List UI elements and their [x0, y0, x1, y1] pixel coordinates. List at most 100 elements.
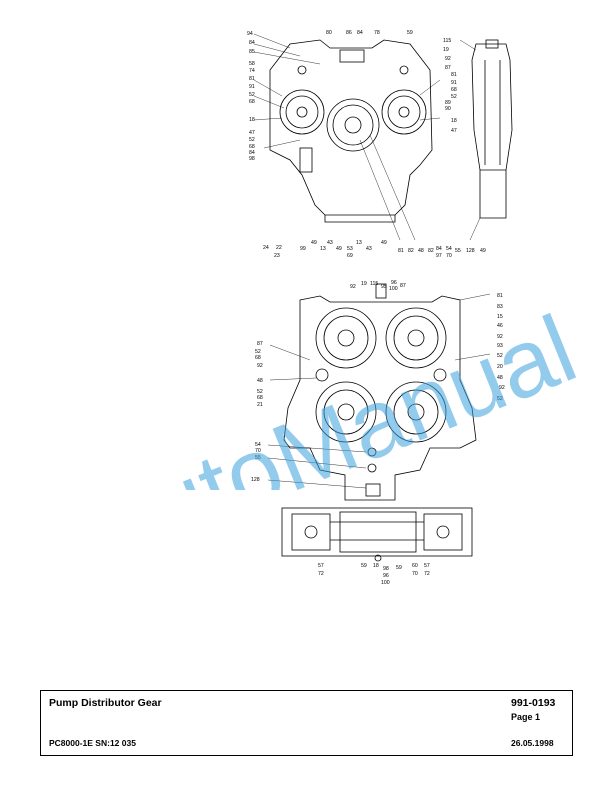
callout: 57 — [318, 563, 324, 569]
callout: 80 — [326, 30, 332, 36]
callout: 52 — [451, 94, 457, 100]
front-view-housing — [283, 283, 477, 501]
callout: 49 — [336, 246, 342, 252]
callout: 13 — [320, 246, 326, 252]
callout: 72 — [318, 571, 324, 577]
callout: 95 — [381, 284, 387, 290]
machine-model: PC8000-1E SN:12 035 — [49, 738, 136, 748]
callout: 49 — [311, 240, 317, 246]
callout: 58 — [249, 61, 255, 67]
document-title: Pump Distributor Gear — [49, 697, 162, 709]
callout: 78 — [374, 30, 380, 36]
callout: 100 — [389, 286, 398, 292]
callout: 87 — [445, 65, 451, 71]
callout: 98 — [383, 566, 389, 572]
callout: 87 — [257, 341, 263, 347]
callout: 81 — [451, 72, 457, 78]
callout: 96 — [383, 573, 389, 579]
callout: 92 — [499, 385, 505, 391]
callout: 99 — [300, 246, 306, 252]
callout: 59 — [396, 565, 402, 571]
callout: 22 — [276, 245, 282, 251]
callout: 98 — [249, 156, 255, 162]
title-block: Pump Distributor Gear 991-0193 Page 1 PC… — [40, 690, 573, 756]
callout: 59 — [361, 563, 367, 569]
callout: 92 — [257, 363, 263, 369]
document-number: 991-0193 — [511, 697, 556, 709]
callout: 43 — [366, 246, 372, 252]
callout: 68 — [255, 355, 261, 361]
callout: 128 — [466, 248, 475, 254]
callout: 74 — [249, 68, 255, 74]
callout: 84 — [249, 40, 255, 46]
callout: 54 — [446, 246, 452, 252]
callout: 97 — [436, 253, 442, 259]
callout: 128 — [251, 477, 260, 483]
bottom-view-callouts: 57 72 59 18 98 96 100 59 60 70 57 72 — [318, 563, 430, 586]
callout: 87 — [400, 283, 406, 289]
callout: 24 — [263, 245, 269, 251]
callout: 52 — [257, 389, 263, 395]
callout: 48 — [497, 375, 503, 381]
callout: 55 — [455, 248, 461, 254]
callout: 82 — [428, 248, 434, 254]
callout: 52 — [497, 396, 503, 402]
callout: 18 — [373, 563, 379, 569]
callout: 47 — [451, 128, 457, 134]
callout: 85 — [249, 49, 255, 55]
callout: 18 — [451, 118, 457, 124]
side-view-housing — [471, 39, 513, 219]
callout: 91 — [249, 84, 255, 90]
callout: 68 — [451, 87, 457, 93]
callout: 70 — [412, 571, 418, 577]
callout: 81 — [398, 248, 404, 254]
callout: 84 — [249, 150, 255, 156]
callout: 81 — [249, 76, 255, 82]
callout: 69 — [347, 253, 353, 259]
callout: 94 — [247, 31, 253, 37]
callout: 52 — [255, 349, 261, 355]
callout: 52 — [249, 137, 255, 143]
callout: 68 — [257, 395, 263, 401]
callout: 19 — [443, 47, 449, 53]
callout: 54 — [255, 442, 261, 448]
callout: 53 — [347, 246, 353, 252]
callout: 84 — [436, 246, 442, 252]
top-view-callouts: 94 84 85 58 74 81 91 52 68 18 47 52 68 8… — [247, 30, 457, 259]
callout: 21 — [257, 402, 263, 408]
callout: 100 — [381, 580, 390, 586]
callout: 91 — [451, 80, 457, 86]
callout: 81 — [497, 293, 503, 299]
callout: 48 — [418, 248, 424, 254]
callout: 52 — [497, 353, 503, 359]
callout: 49 — [480, 248, 486, 254]
bottom-view-frame — [281, 507, 473, 562]
callout: 92 — [497, 334, 503, 340]
page-number: Page 1 — [511, 712, 541, 722]
callout: 92 — [350, 284, 356, 290]
callout: 90 — [445, 106, 451, 112]
callout: 70 — [255, 448, 261, 454]
callout: 47 — [249, 130, 255, 136]
callout: 46 — [497, 323, 503, 329]
callout: 68 — [249, 144, 255, 150]
callout: 48 — [257, 378, 263, 384]
callout: 49 — [381, 240, 387, 246]
callout: 84 — [357, 30, 363, 36]
callout: 52 — [249, 92, 255, 98]
callout: 68 — [249, 99, 255, 105]
callout: 20 — [497, 364, 503, 370]
callout: 18 — [249, 117, 255, 123]
front-view-callouts: 92 19 115 95 96 100 87 81 83 15 46 92 93… — [251, 280, 505, 483]
callout: 115 — [443, 38, 451, 44]
callout: 86 — [346, 30, 352, 36]
callout: 83 — [497, 304, 503, 310]
callout: 92 — [445, 56, 451, 62]
callout: 82 — [408, 248, 414, 254]
leader-lines — [253, 33, 491, 489]
callout: 60 — [412, 563, 418, 569]
callout: 115 — [370, 281, 378, 287]
callout: 57 — [424, 563, 430, 569]
callout: 93 — [497, 343, 503, 349]
callout: 19 — [361, 281, 367, 287]
